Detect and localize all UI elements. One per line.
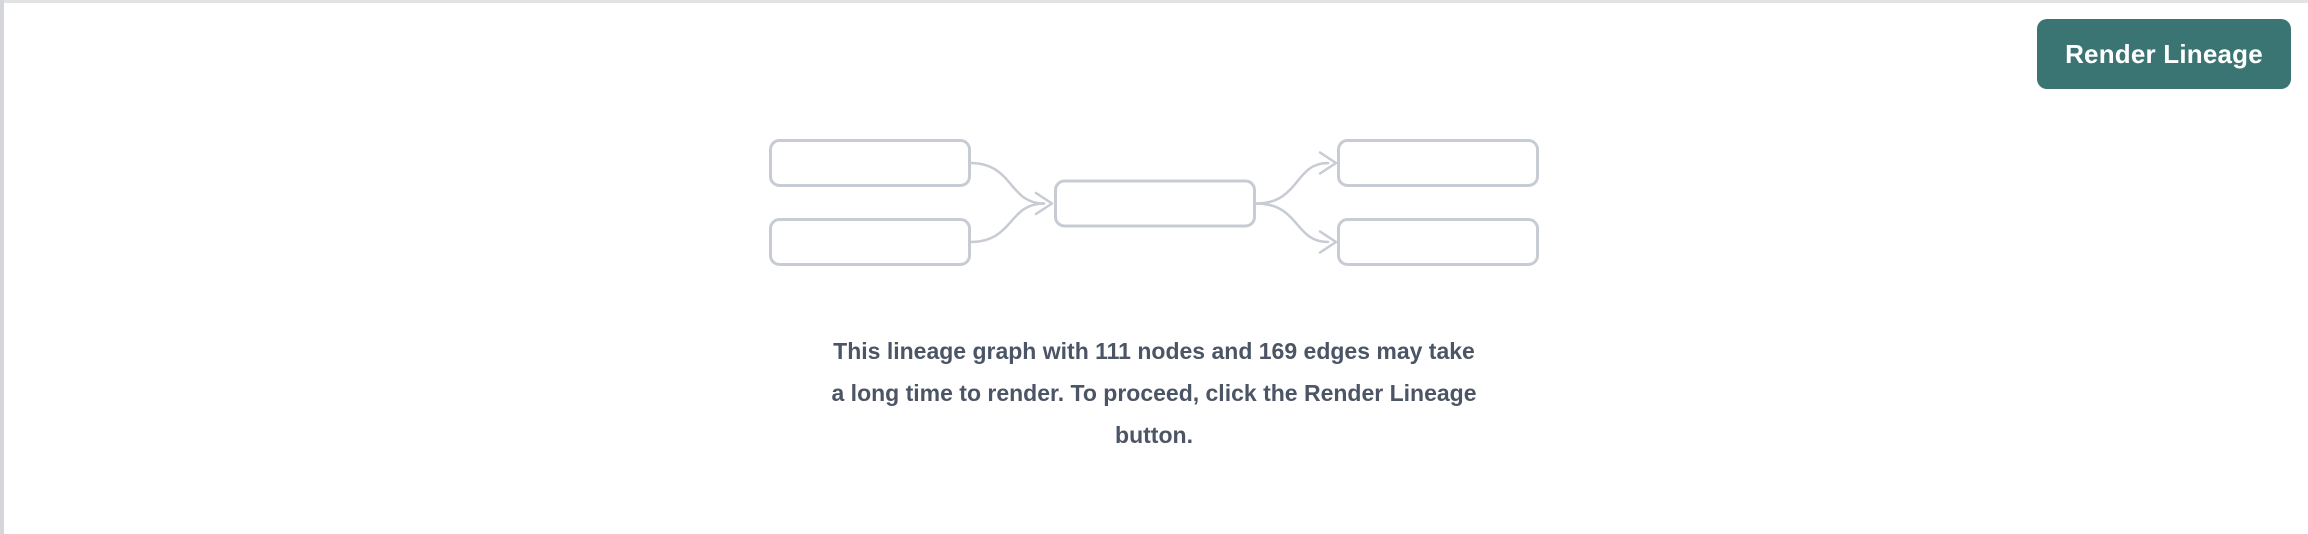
placeholder-node-box bbox=[1337, 139, 1539, 187]
arrowhead-icon bbox=[1034, 191, 1054, 216]
message-line: a long time to render. To proceed, click… bbox=[831, 380, 1477, 406]
edge-curve bbox=[1254, 161, 1330, 205]
arrowhead-icon bbox=[1318, 151, 1338, 175]
lineage-graph-placeholder-illustration bbox=[769, 139, 1539, 266]
lineage-warning-message: This lineage graph with 111 nodes and 16… bbox=[0, 330, 2308, 456]
message-line: button. bbox=[1115, 422, 1193, 448]
panel-top-border bbox=[0, 0, 2308, 3]
placeholder-node-box bbox=[769, 139, 971, 187]
render-lineage-button[interactable]: Render Lineage bbox=[2037, 19, 2291, 89]
edge-curve bbox=[968, 202, 1046, 244]
edge-curve bbox=[1254, 202, 1330, 244]
placeholder-node-box bbox=[769, 218, 971, 266]
panel-left-border bbox=[0, 0, 4, 534]
edge-curve bbox=[968, 161, 1046, 205]
arrowhead-icon bbox=[1318, 230, 1338, 254]
placeholder-node-box bbox=[1337, 218, 1539, 266]
message-line: This lineage graph with 111 nodes and 16… bbox=[833, 338, 1475, 364]
placeholder-node-box bbox=[1054, 179, 1256, 228]
